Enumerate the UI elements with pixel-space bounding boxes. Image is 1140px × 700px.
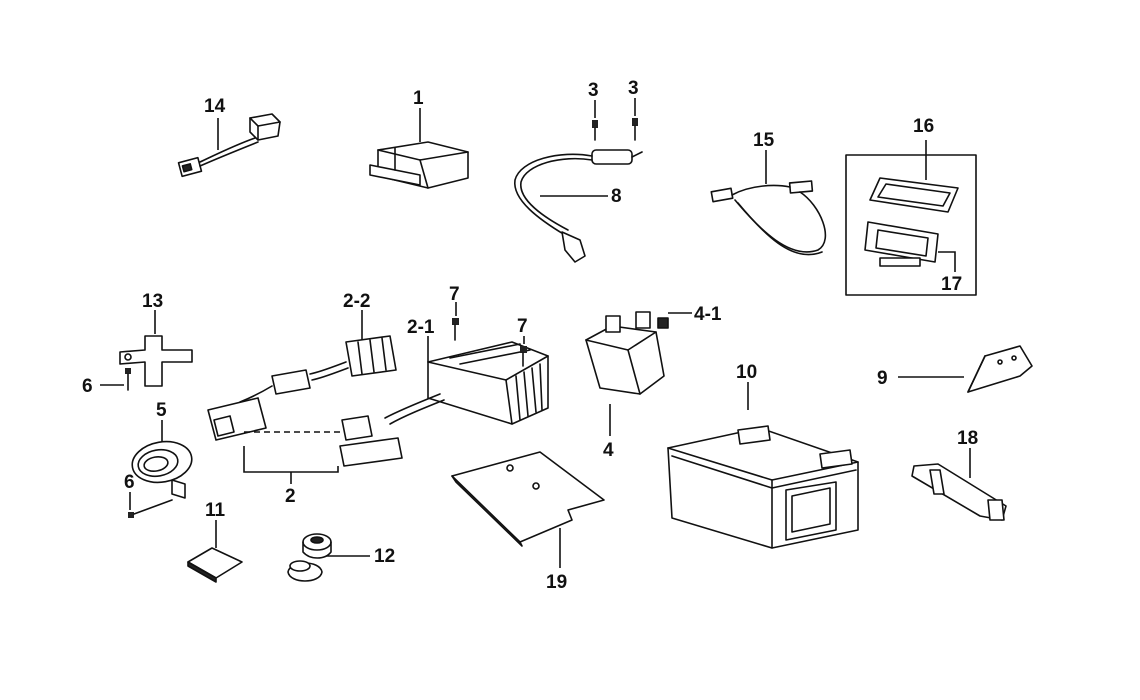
- part-9-wedge: [967, 345, 1033, 393]
- callout-7b: 7: [517, 316, 528, 337]
- part-6-screw-bottom: [128, 499, 173, 518]
- callout-6a: 6: [82, 376, 93, 397]
- part-19-plate: [451, 451, 605, 547]
- callout-19: 19: [546, 572, 567, 593]
- part-7-screw-right: [520, 346, 527, 367]
- callout-3b: 3: [628, 78, 639, 99]
- callout-13: 13: [142, 291, 163, 312]
- part-8-cable-fuse: [514, 149, 643, 263]
- part-12-grommets: [287, 533, 332, 582]
- callout-18: 18: [957, 428, 978, 449]
- part-4-starter-relay: [585, 311, 669, 395]
- part-3-screw-left: [592, 120, 598, 141]
- callout-12: 12: [374, 546, 395, 567]
- part-16-17-frame: [845, 154, 977, 296]
- callout-6b: 6: [124, 472, 135, 493]
- part-11-pad: [187, 547, 243, 583]
- callout-17: 17: [941, 274, 962, 295]
- leader-17: [938, 251, 956, 272]
- callout-4: 4: [603, 440, 614, 461]
- part-18-strap: [911, 463, 1007, 521]
- part-3-screw-right: [632, 118, 638, 141]
- part-1-relay: [369, 141, 469, 189]
- part-5-horn: [131, 440, 193, 499]
- part-2-harness: [207, 361, 403, 467]
- callout-2-2: 2-2: [343, 291, 370, 312]
- part-10-battery: [667, 425, 859, 549]
- callout-4-1: 4-1: [694, 304, 722, 325]
- part-15-wire-loop: [710, 180, 827, 256]
- part-7-screw-left: [452, 318, 459, 341]
- callout-8: 8: [611, 186, 622, 207]
- callout-9: 9: [877, 368, 888, 389]
- part-6-screw-top: [125, 368, 131, 391]
- callout-11: 11: [205, 500, 226, 521]
- part-13-bracket: [119, 335, 193, 387]
- callout-2: 2: [285, 486, 296, 507]
- callout-10: 10: [736, 362, 757, 383]
- part-14-connector-lead: [177, 113, 281, 178]
- part-2-2-connector: [345, 335, 397, 377]
- part-16-cover: [869, 177, 959, 213]
- callout-15: 15: [753, 130, 775, 151]
- part-17-module: [864, 221, 939, 267]
- callout-1: 1: [413, 88, 424, 109]
- callout-3a: 3: [588, 80, 599, 101]
- callout-16: 16: [913, 116, 934, 137]
- callout-7a: 7: [449, 284, 460, 305]
- callout-14: 14: [204, 96, 226, 117]
- part-2-1-regulator: [384, 341, 549, 425]
- callout-5: 5: [156, 400, 167, 421]
- bracket-2: [243, 446, 339, 473]
- callout-2-1: 2-1: [407, 317, 435, 338]
